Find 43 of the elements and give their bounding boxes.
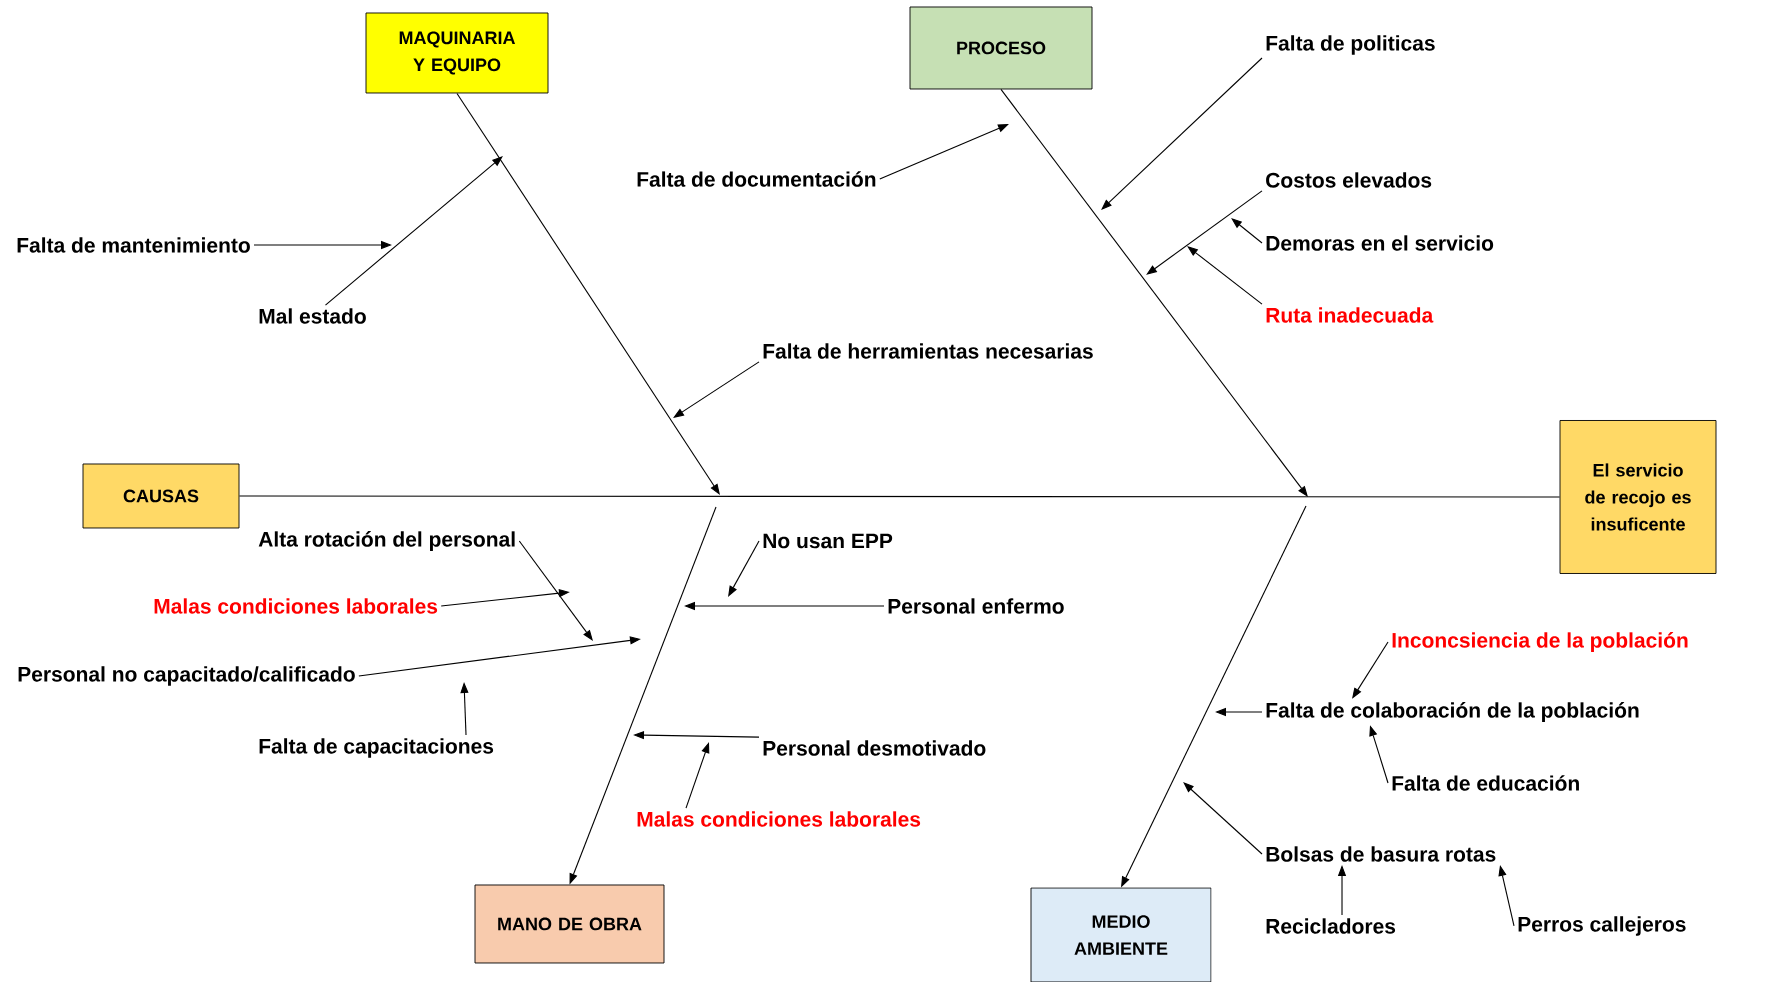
cause-label: Perros callejeros	[1518, 916, 1686, 936]
arrow	[1352, 641, 1389, 699]
cause-label: Malas condiciones laborales	[637, 811, 921, 827]
category-box: MAQUINARIA Y EQUIPO	[365, 12, 549, 94]
arrow	[1183, 782, 1263, 855]
arrow	[673, 361, 760, 418]
cause-label: Falta de documentación	[637, 171, 876, 187]
arrow	[324, 156, 503, 306]
cause-label: Personal enfermo	[888, 598, 1064, 614]
cause-label: Ruta inadecuada	[1266, 307, 1434, 323]
arrow	[685, 742, 710, 809]
category-box: CAUSAS	[82, 463, 240, 529]
bone-arrow	[456, 92, 720, 495]
cause-label: Falta de colaboración de la población	[1266, 702, 1639, 722]
cause-label: Falta de mantenimiento	[17, 237, 250, 253]
cause-label: Malas condiciones laborales	[154, 598, 438, 614]
bone-arrow	[1000, 88, 1308, 497]
spine-line	[238, 495, 1561, 498]
cause-label: Bolsas de basura rotas	[1266, 846, 1496, 862]
category-box: PROCESO	[909, 6, 1093, 90]
arrow	[1146, 190, 1263, 275]
cause-label: Recicladores	[1266, 918, 1396, 934]
cause-label: Falta de herramientas necesarias	[763, 343, 1093, 359]
cause-label: Personal desmotivado	[763, 740, 986, 756]
cause-label: Alta rotación del personal	[258, 531, 515, 551]
cause-label: Inconcsiencia de la población	[1392, 632, 1688, 652]
cause-label: Costos elevados	[1266, 172, 1432, 188]
category-box: MEDIO AMBIENTE	[1030, 887, 1212, 982]
cause-label: Mal estado	[259, 308, 366, 324]
cause-label: Falta de capacitaciones	[259, 738, 494, 758]
arrow	[518, 540, 593, 641]
cause-label: No usan EPP	[763, 533, 893, 549]
arrow	[1231, 218, 1263, 244]
cause-label: Falta de politicas	[1266, 35, 1435, 55]
cause-label: Falta de educación	[1392, 775, 1579, 791]
effect-box: El servicio de recojo es insuficente	[1559, 420, 1717, 574]
cause-label: Personal no capacitado/calificado	[18, 666, 355, 686]
arrow	[1101, 57, 1263, 210]
category-box: MANO DE OBRA	[474, 884, 665, 964]
arrow	[728, 540, 760, 597]
cause-label: Demoras en el servicio	[1266, 235, 1494, 251]
arrow	[1187, 246, 1263, 305]
arrow	[879, 124, 1009, 180]
